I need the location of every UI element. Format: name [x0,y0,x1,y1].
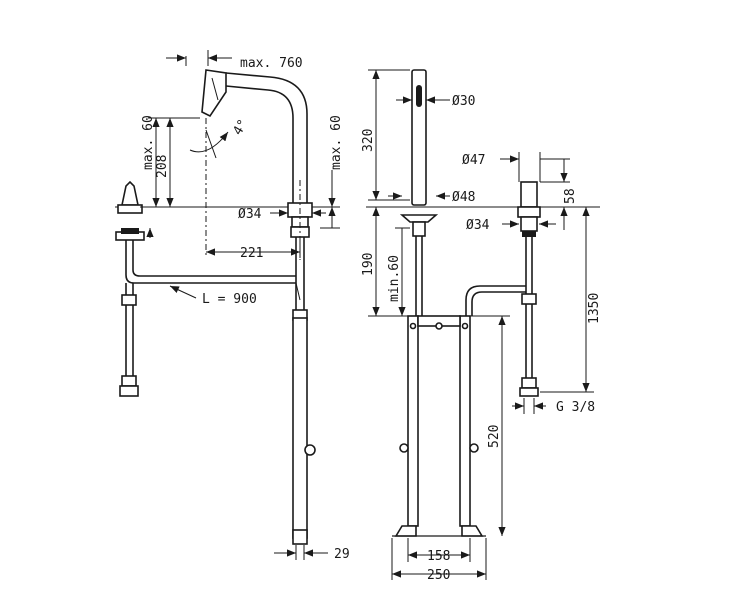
label-208: 208 [155,155,170,178]
label-dia34-right: Ø34 [466,218,490,233]
label-max-60-left: max. 60 [141,115,156,170]
dimension-lines-right [368,69,594,580]
label-hose-length: L = 900 [202,292,257,307]
label-250: 250 [427,568,450,583]
label-dia34-left: Ø34 [238,207,262,222]
label-1350: 1350 [587,293,602,324]
label-max-760: max. 760 [240,56,303,71]
label-thread-g38: G 3/8 [556,400,595,415]
label-158: 158 [427,549,450,564]
label-320: 320 [361,129,376,152]
label-29: 29 [334,547,350,562]
label-dia47: Ø47 [462,153,485,168]
label-angle-4: 4° [230,117,251,138]
label-520: 520 [487,425,502,448]
label-dia30: Ø30 [452,94,475,109]
dimension-lines-left [140,50,340,560]
label-dia48: Ø48 [452,190,475,205]
label-221: 221 [240,246,263,261]
faucet-side-view [115,69,340,545]
label-58: 58 [563,188,578,204]
label-max-60-right: max. 60 [329,115,344,170]
dimension-labels-right: 320 Ø30 Ø48 190 min.60 520 158 250 Ø47 5… [361,94,602,583]
label-min60: min.60 [387,255,402,302]
dimension-labels-left: max. 760 max. 60 208 4° max. 60 Ø34 221 … [141,56,350,562]
faucet-front-view [366,69,600,537]
label-190: 190 [361,253,376,276]
